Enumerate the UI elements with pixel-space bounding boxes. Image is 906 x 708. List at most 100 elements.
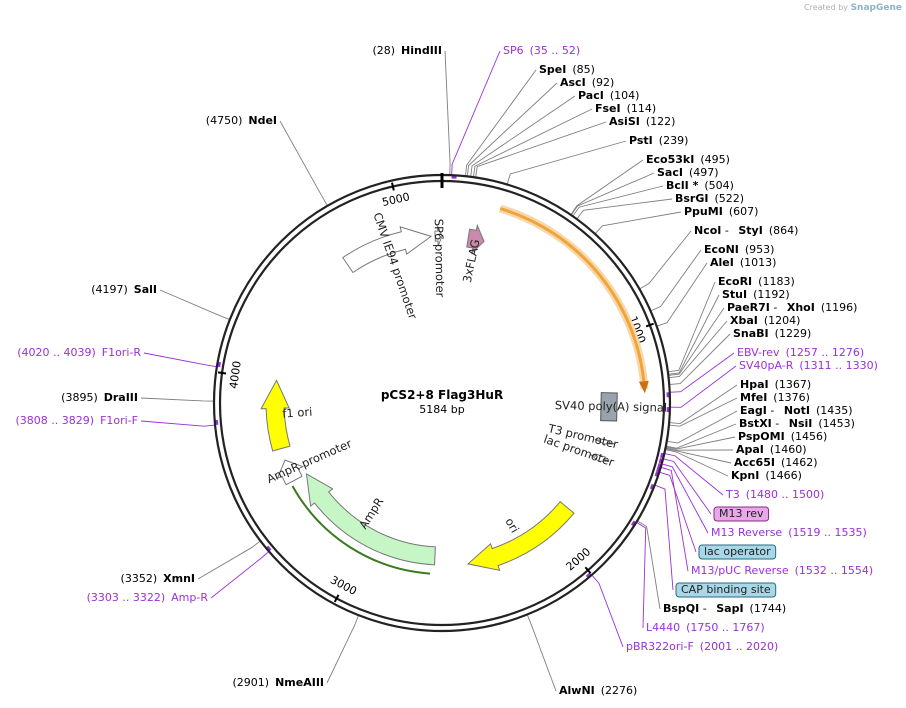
site-right-paer7i-part-2: XhoI xyxy=(787,301,815,314)
site-right-eagi-part-2: NotI xyxy=(784,404,810,417)
site-left-f1ori-r-part-1: F1ori-R xyxy=(102,346,142,359)
site-right-t3-leader-marker xyxy=(660,452,664,459)
site-right-asisi-part-1: (122) xyxy=(646,115,676,128)
site-right-ncoi-leader xyxy=(640,230,692,289)
feature-box-cap-binding-site-text: CAP binding site xyxy=(681,583,771,596)
feature-ampr-arrow xyxy=(305,473,436,566)
site-left-amp-r-leader-marker xyxy=(266,545,272,551)
site-right-acc65i-part-0: Acc65I xyxy=(734,456,775,469)
feature-ampr-orf-line xyxy=(291,485,431,575)
site-left-ndei-part-0: (4750) xyxy=(206,114,243,127)
site-right-xbai-part-1: (1204) xyxy=(764,314,801,327)
site-left-f1ori-r: (4020 .. 4039) F1ori-R xyxy=(17,346,141,359)
site-right-alwni-part-0: AlwNI xyxy=(559,684,595,697)
site-right-asci-part-0: AscI xyxy=(560,76,586,89)
feature-box-m13-rev-text: M13 rev xyxy=(719,507,764,520)
site-right-alei-leader xyxy=(657,262,708,327)
site-right-t3-part-1: (1480 .. 1500) xyxy=(746,488,825,501)
feature-ampr-promoter-arrow xyxy=(276,459,305,486)
site-right-hpai: HpaI(1367) xyxy=(740,378,811,391)
site-right-ecori: EcoRI(1183) xyxy=(718,275,795,288)
site-right-acc65i-leader xyxy=(666,448,732,464)
site-left-draiii-leader xyxy=(140,397,214,402)
site-right-bspqi-part-2: SapI xyxy=(716,602,743,615)
site-right-ncoi: NcoI - StyI(864) xyxy=(694,224,798,237)
site-right-stui-part-0: StuI xyxy=(722,288,747,301)
site-right-asci-part-1: (92) xyxy=(592,76,615,89)
site-right-kpni-leader xyxy=(666,449,729,477)
site-right-asisi-leader xyxy=(475,121,607,177)
site-right-bsrgi-leader xyxy=(577,198,673,219)
site-right-alwni-leader xyxy=(527,615,557,692)
site-right-xbai-leader xyxy=(669,320,728,378)
site-right-kpni-part-0: KpnI xyxy=(731,469,759,482)
site-right-snabi-part-1: (1229) xyxy=(775,327,812,340)
site-right-mfei-part-1: (1376) xyxy=(773,391,810,404)
site-right-m13-puc-reverse-leader xyxy=(661,467,689,572)
site-right-eco53ki: Eco53kI(495) xyxy=(646,153,730,166)
site-left-draiii: (3895)DraIII xyxy=(61,391,138,404)
site-right-mfei-part-0: MfeI xyxy=(740,391,767,404)
site-right-eagi-part-1: - xyxy=(767,404,778,417)
site-right-bsrgi: BsrGI(522) xyxy=(675,192,744,205)
site-right-econi: EcoNI(953) xyxy=(704,243,774,256)
site-right-spei-part-0: SpeI xyxy=(539,63,566,76)
feature-ampr-label: AmpR xyxy=(356,495,386,532)
site-right-l4440-leader-marker xyxy=(630,520,636,527)
site-right-l4440-part-0: L4440 xyxy=(646,621,680,634)
site-right-acc65i-part-1: (1462) xyxy=(781,456,818,469)
feature-f1-ori-label: f1 ori xyxy=(282,405,313,421)
feature-hur-halo xyxy=(499,204,649,390)
site-left-f1ori-r-part-0: (4020 .. 4039) xyxy=(17,346,96,359)
site-right-bstxi-part-2: NsiI xyxy=(789,417,813,430)
site-right-acc65i: Acc65I (1462) xyxy=(734,456,818,469)
site-right-pspomi-part-0: PspOMI xyxy=(738,430,785,443)
site-right-ncoi-part-0: NcoI xyxy=(694,224,721,237)
feature-3xflag-label: 3xFLAG xyxy=(460,238,483,284)
site-left-ndei-leader xyxy=(279,120,328,206)
feature-box-lac-operator-leader xyxy=(660,471,697,553)
site-right-ecori-part-0: EcoRI xyxy=(718,275,752,288)
site-right-sv40pa-r: SV40pA-R(1311 .. 1330) xyxy=(739,359,878,372)
site-right-psti-part-0: PstI xyxy=(629,134,653,147)
site-left-ndei: (4750)NdeI xyxy=(206,114,277,127)
site-left-amp-r: (3303 .. 3322)Amp-R xyxy=(87,591,209,604)
feature-hur-head xyxy=(638,380,649,394)
site-right-paer7i-part-3: (1196) xyxy=(821,301,858,314)
feature-3xflag-arrow xyxy=(466,223,485,255)
site-right-bstxi-leader xyxy=(666,423,737,449)
site-left-sali-leader xyxy=(159,289,230,320)
feature-box-lac-operator-text: lac operator xyxy=(704,545,771,558)
plasmid-length: 5184 bp xyxy=(419,403,464,416)
site-right-eagi-part-3: (1435) xyxy=(816,404,853,417)
site-right-apai: ApaI(1460) xyxy=(736,443,806,456)
feature-cmv-ie94-promoter-arrow xyxy=(342,226,433,274)
site-right-m13-puc-reverse-part-1: (1532 .. 1554) xyxy=(795,564,874,577)
site-right-ncoi-part-1: - xyxy=(721,224,732,237)
site-right-paci-part-0: PacI xyxy=(578,89,604,102)
site-right-psti: PstI(239) xyxy=(629,134,688,147)
feature-box-cap-binding-site-leader xyxy=(655,485,674,591)
site-right-m13-reverse: M13 Reverse(1519 .. 1535) xyxy=(711,526,867,539)
site-right-alei: AleI(1013) xyxy=(710,256,776,269)
site-right-econi-part-1: (953) xyxy=(745,243,775,256)
site-right-spei-leader xyxy=(465,69,537,176)
site-right-eagi-part-0: EagI xyxy=(740,404,767,417)
site-right-m13-reverse-leader xyxy=(662,463,709,534)
site-right-ecori-leader xyxy=(668,281,716,373)
site-right-ebv-rev: EBV-rev(1257 .. 1276) xyxy=(737,346,864,359)
site-left-hindiii: (28)HindIII xyxy=(372,44,442,57)
site-left-xmni-part-0: (3352) xyxy=(121,572,158,585)
site-right-bstxi: BstXI - NsiI(1453) xyxy=(739,417,855,430)
site-right-pbr322ori-f-part-0: pBR322ori-F xyxy=(626,640,694,653)
site-left-f1ori-f-leader xyxy=(140,420,215,427)
site-left-sali-part-1: SalI xyxy=(134,283,157,296)
site-right-bspqi-part-1: - xyxy=(699,602,710,615)
site-right-ebv-rev-leader xyxy=(670,352,735,393)
site-right-asisi: AsiSI(122) xyxy=(609,115,675,128)
feature-ori-arrow xyxy=(466,500,575,572)
site-left-hindiii-leader xyxy=(444,50,451,175)
site-right-ebv-rev-part-1: (1257 .. 1276) xyxy=(786,346,865,359)
site-right-ncoi-part-2: StyI xyxy=(738,224,762,237)
